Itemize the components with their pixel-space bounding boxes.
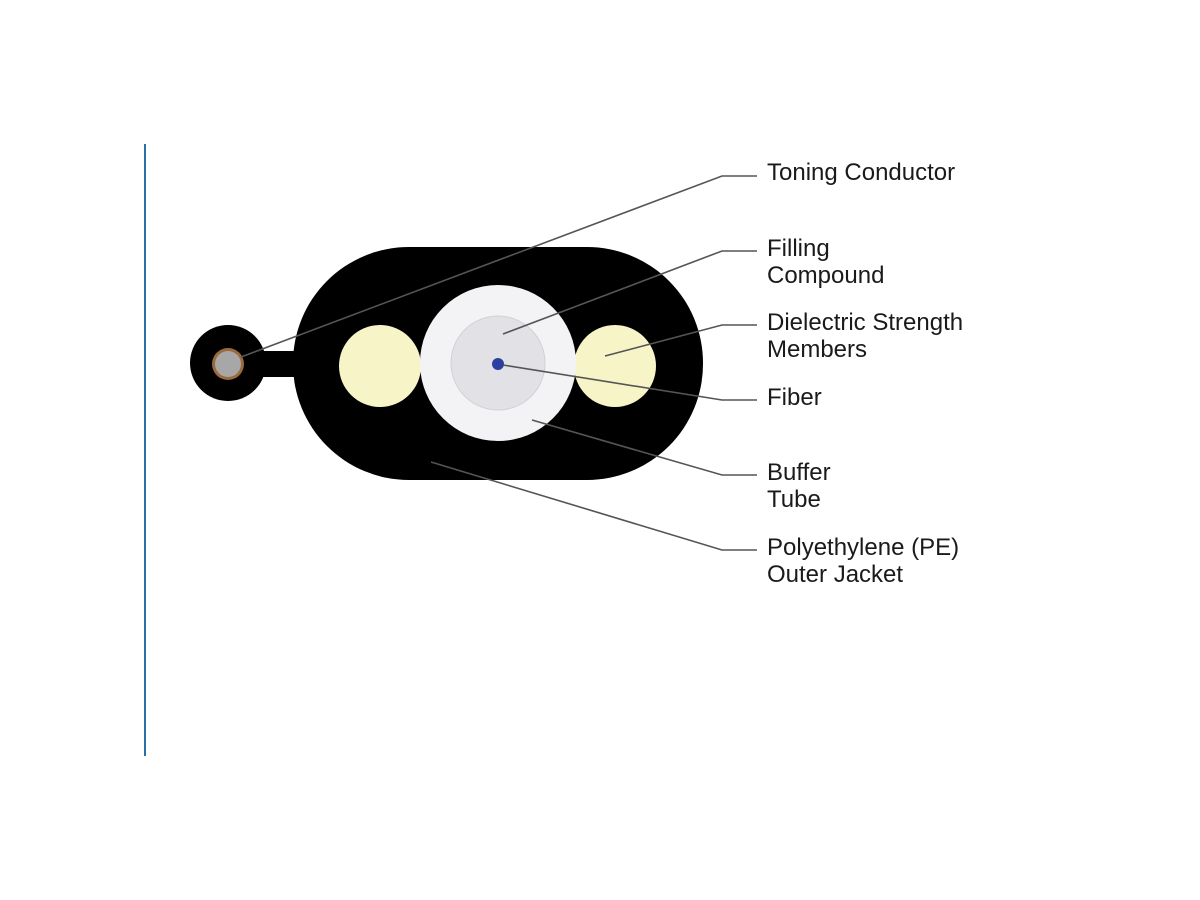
strength-member-left	[339, 325, 421, 407]
fiber-core	[492, 358, 504, 370]
leader-toning-conductor	[240, 175, 757, 358]
leader-pe-outer-jacket	[430, 461, 757, 551]
strength-member-right	[574, 325, 656, 407]
leader-fiber	[502, 364, 757, 401]
accent-bar	[144, 144, 146, 756]
label-dielectric-strength-members: Dielectric Strength Members	[767, 309, 964, 363]
label-buffer-tube: Buffer Tube	[767, 459, 831, 513]
label-filling-compound: Filling Compound	[767, 235, 885, 289]
leader-buffer-tube	[531, 419, 757, 476]
label-fiber: Fiber	[767, 384, 822, 411]
leader-filling-compound	[502, 250, 757, 335]
label-pe-outer-jacket: Polyethylene (PE) Outer Jacket	[767, 534, 960, 588]
leader-dielectric-strength-members	[604, 324, 757, 357]
toning-conductor	[212, 348, 244, 380]
label-toning-conductor: Toning Conductor	[767, 159, 956, 186]
